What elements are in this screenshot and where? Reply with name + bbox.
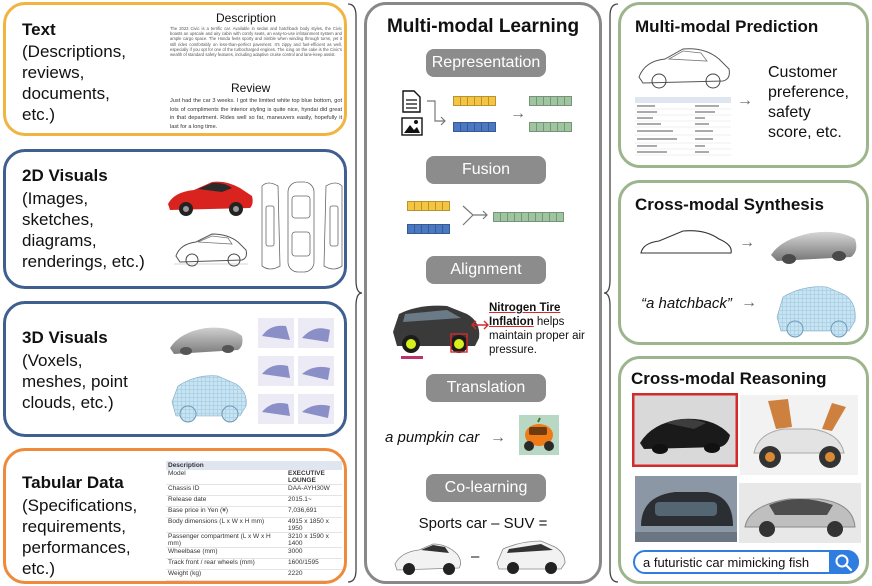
left-curly-brace — [347, 3, 363, 583]
arrow-right-icon: → — [510, 105, 526, 122]
synthesis-title: Cross-modal Synthesis — [635, 195, 824, 214]
car-sketch-image — [174, 233, 248, 267]
alignment-phrase-rest: helps maintain proper air pressure. — [489, 316, 585, 356]
white-suv-image — [496, 540, 566, 574]
vector-cell — [564, 122, 572, 132]
table-row: Base price in Yen (¥)7,036,691 — [166, 506, 342, 518]
vector-cell — [556, 212, 564, 222]
result-image-selected[interactable] — [632, 393, 738, 467]
stage-translation: Translation — [426, 374, 546, 402]
cross-modal-synthesis-card: Cross-modal Synthesis → “a hatchback” → — [618, 180, 869, 345]
image-icon — [401, 117, 423, 136]
vector-green-embedding — [529, 96, 572, 106]
synthesis-prompt: “a hatchback” — [641, 295, 732, 312]
merge-arrow-icon — [462, 205, 488, 226]
gray-car-mesh — [170, 327, 243, 355]
arrow-right-icon: → — [737, 92, 753, 109]
document-icon — [402, 90, 421, 113]
vector-green-embedding — [529, 122, 572, 132]
tabular-title: Tabular Data — [22, 473, 124, 492]
car-blueprint-diagram — [261, 181, 343, 273]
visuals-2d-subtitle: (Images, sketches, diagrams, renderings,… — [22, 189, 145, 271]
red-sports-car-image — [168, 181, 253, 216]
stage-fusion: Fusion — [426, 156, 546, 184]
description-body: The 2023 Civic is a terrific car. Availa… — [170, 26, 342, 58]
vector-cell — [442, 224, 450, 234]
text-modality-card: Text (Descriptions, reviews, documents, … — [3, 2, 347, 136]
visuals-3d-title: 3D Visuals — [22, 328, 108, 347]
visuals-2d-title: 2D Visuals — [22, 166, 108, 185]
multimodal-prediction-card: Multi-modal Prediction → Customer prefer… — [618, 2, 869, 168]
result-image-concept[interactable] — [739, 483, 861, 543]
stage-representation: Representation — [426, 49, 546, 77]
search-bar[interactable]: a futuristic car mimicking fish — [633, 550, 859, 574]
arrow-right-icon: → — [490, 429, 506, 446]
voxel-suv-image — [171, 375, 247, 423]
cross-modal-reasoning-card: Cross-modal Reasoning a futuristic car m… — [618, 356, 869, 584]
suv-alignment-image — [393, 305, 480, 359]
alignment-caption: Nitrogen Tire Inflation helps maintain p… — [489, 301, 589, 357]
vector-blue-embedding — [407, 224, 450, 234]
result-image-dark-pod[interactable] — [635, 476, 737, 542]
review-body: Just had the car 3 weeks. I got the limi… — [170, 98, 342, 130]
search-input[interactable]: a futuristic car mimicking fish — [643, 555, 810, 570]
multimodal-learning-title: Multi-modal Learning — [386, 16, 580, 37]
co-learning-minus: – — [471, 548, 480, 565]
stage-co-learning: Co-learning — [426, 474, 546, 502]
vector-cell — [488, 96, 496, 106]
tabular-data-card: Tabular Data (Specifications, requiremen… — [3, 448, 347, 584]
visuals-2d-card: 2D Visuals (Images, sketches, diagrams, … — [3, 149, 347, 289]
vector-cell — [488, 122, 496, 132]
white-sports-car-image — [394, 543, 461, 575]
arrow-right-icon: → — [741, 294, 757, 311]
vector-yellow-embedding — [453, 96, 496, 106]
search-icon — [835, 554, 853, 572]
text-card-title: Text — [22, 20, 56, 39]
pumpkin-car-image — [519, 415, 559, 455]
reasoning-title: Cross-modal Reasoning — [631, 369, 827, 388]
visuals-3d-subtitle: (Voxels, meshes, point clouds, etc.) — [22, 351, 128, 412]
multimodal-learning-card: Multi-modal Learning Representation → Fu… — [364, 2, 602, 584]
table-row: Body dimensions (L x W x H mm)4915 x 185… — [166, 517, 342, 533]
result-image-gullwing[interactable] — [740, 395, 858, 475]
spec-table-header: Description — [166, 461, 342, 470]
translation-prompt: a pumpkin car — [385, 429, 480, 446]
vector-cell — [442, 201, 450, 211]
table-row: Weight (kg)2220 — [166, 569, 342, 581]
car-silhouette-outline — [640, 230, 732, 254]
visuals-3d-card: 3D Visuals (Voxels, meshes, point clouds… — [3, 301, 347, 437]
review-heading: Review — [231, 81, 271, 95]
generated-car-mesh — [771, 231, 857, 264]
prediction-output: Customer preference, safety score, etc. — [768, 64, 849, 141]
vector-blue-embedding — [453, 122, 496, 132]
text-card-subtitle: (Descriptions, reviews, documents, etc.) — [22, 42, 126, 124]
mini-spec-table-image — [635, 97, 731, 156]
co-learning-equation: Sports car – SUV = — [418, 515, 548, 532]
document-image-icons — [401, 90, 423, 136]
alignment-link-arrow — [471, 320, 489, 330]
point-cloud-grid — [258, 318, 334, 424]
alignment-phrase-highlight: Nitrogen Tire Inflation — [489, 302, 561, 328]
description-heading: Description — [216, 11, 277, 25]
arrow-right-icon: → — [739, 234, 755, 251]
search-button[interactable] — [829, 550, 859, 574]
table-row: Track front / rear wheels (mm)1600/1595 — [166, 558, 342, 570]
table-row: Wheelbase (mm)3000 — [166, 547, 342, 559]
right-curly-brace — [603, 3, 619, 583]
arrow-right-icon — [427, 100, 446, 126]
vector-yellow-embedding — [407, 201, 450, 211]
vector-green-embedding — [493, 212, 564, 222]
prediction-title: Multi-modal Prediction — [635, 17, 819, 36]
vector-cell — [564, 96, 572, 106]
car-sketch-image — [638, 48, 730, 89]
generated-voxel-hatchback — [776, 286, 856, 338]
table-row: Passenger compartment (L x W x H mm)3210… — [166, 532, 342, 548]
tabular-subtitle: (Specifications, requirements, performan… — [22, 496, 138, 578]
stage-alignment: Alignment — [426, 256, 546, 284]
